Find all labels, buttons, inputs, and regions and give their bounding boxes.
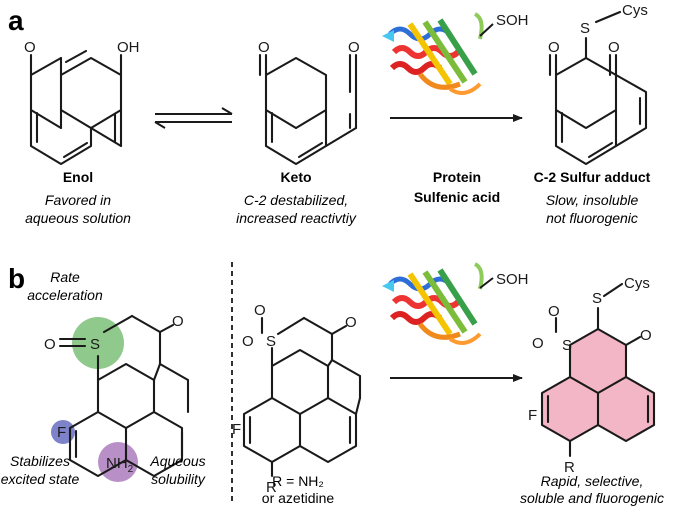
general-o-atom-right: O <box>345 314 357 331</box>
rate-label-line1: Rate <box>50 269 80 285</box>
general-probe-structure <box>242 316 362 478</box>
panel-letter-a: a <box>8 5 24 36</box>
panel-letter-b: b <box>8 263 25 294</box>
product-cys-group: Cys <box>624 275 650 292</box>
solubility-highlight <box>98 442 138 482</box>
product-o-atom-top: O <box>548 303 560 320</box>
r-group-line2: or azetidine <box>262 490 335 506</box>
probe-nh2-group: NH2 <box>106 455 134 475</box>
product-s-atom: S <box>592 290 602 307</box>
product-o-atom-right: O <box>640 327 652 344</box>
rate-acceleration-highlight <box>72 317 124 369</box>
enol-structure <box>29 49 123 166</box>
sulfur-adduct-structure <box>548 10 648 166</box>
adduct-s-atom: S <box>580 20 590 37</box>
adduct-note-line1: Slow, insoluble <box>546 192 639 208</box>
keto-note-line1: C-2 destabilized, <box>244 192 348 208</box>
enol-oh-group: OH <box>117 39 140 56</box>
adduct-name: C-2 Sulfur adduct <box>534 169 651 185</box>
aqueous-label-line2: solubility <box>151 471 206 487</box>
probe-design-structure <box>58 314 190 478</box>
adduct-o-atom-left: O <box>548 39 560 56</box>
reagent-line2: Sulfenic acid <box>414 189 500 205</box>
adduct-note-line2: not fluorogenic <box>546 210 638 226</box>
probe-f-atom: F <box>57 424 66 441</box>
aqueous-label-line1: Aqueous <box>149 453 205 469</box>
protein-ribbon-b <box>382 262 494 345</box>
equilibrium-arrows <box>154 107 233 129</box>
enol-o-atom: O <box>24 39 36 56</box>
product-r-group: R <box>564 459 575 476</box>
rate-label-line2: acceleration <box>27 287 103 303</box>
protein-soh-group-b: SOH <box>496 271 529 288</box>
probe-s-atom: S <box>90 336 100 353</box>
fluorogenic-product-structure <box>540 282 656 458</box>
stabilizes-label-line2: excited state <box>1 471 80 487</box>
reagent-line1: Protein <box>433 169 481 185</box>
product-note-line2: soluble and fluorogenic <box>520 490 664 506</box>
adduct-o-atom-right: O <box>608 39 620 56</box>
keto-structure <box>258 53 358 166</box>
protein-ribbon-a <box>382 12 494 95</box>
product-o-atom-left: O <box>532 335 544 352</box>
general-r-group: R <box>266 479 277 496</box>
enol-note-line2: aqueous solution <box>25 210 131 226</box>
product-f-atom: F <box>528 407 537 424</box>
keto-note-line2: increased reactivtiy <box>236 210 357 226</box>
protein-soh-group-a: SOH <box>496 12 529 29</box>
r-group-line1: R = NH₂ <box>272 473 324 489</box>
general-o-atom-top: O <box>254 302 266 319</box>
keto-o-atom-left: O <box>258 39 270 56</box>
keto-o-atom-right: O <box>348 39 360 56</box>
probe-o-atom-left: O <box>44 336 56 353</box>
general-s-atom: S <box>266 333 276 350</box>
probe-o-atom-right: O <box>172 313 184 330</box>
enol-name: Enol <box>63 169 93 185</box>
general-o-atom-left: O <box>242 333 254 350</box>
enol-note-line1: Favored in <box>45 192 111 208</box>
general-f-atom: F <box>232 421 241 438</box>
product-s-ring-atom: S <box>562 337 572 354</box>
stabilizes-label-line1: Stabilizes <box>10 453 70 469</box>
adduct-cys-group: Cys <box>622 2 648 19</box>
product-note-line1: Rapid, selective, <box>541 473 644 489</box>
keto-name: Keto <box>280 169 311 185</box>
